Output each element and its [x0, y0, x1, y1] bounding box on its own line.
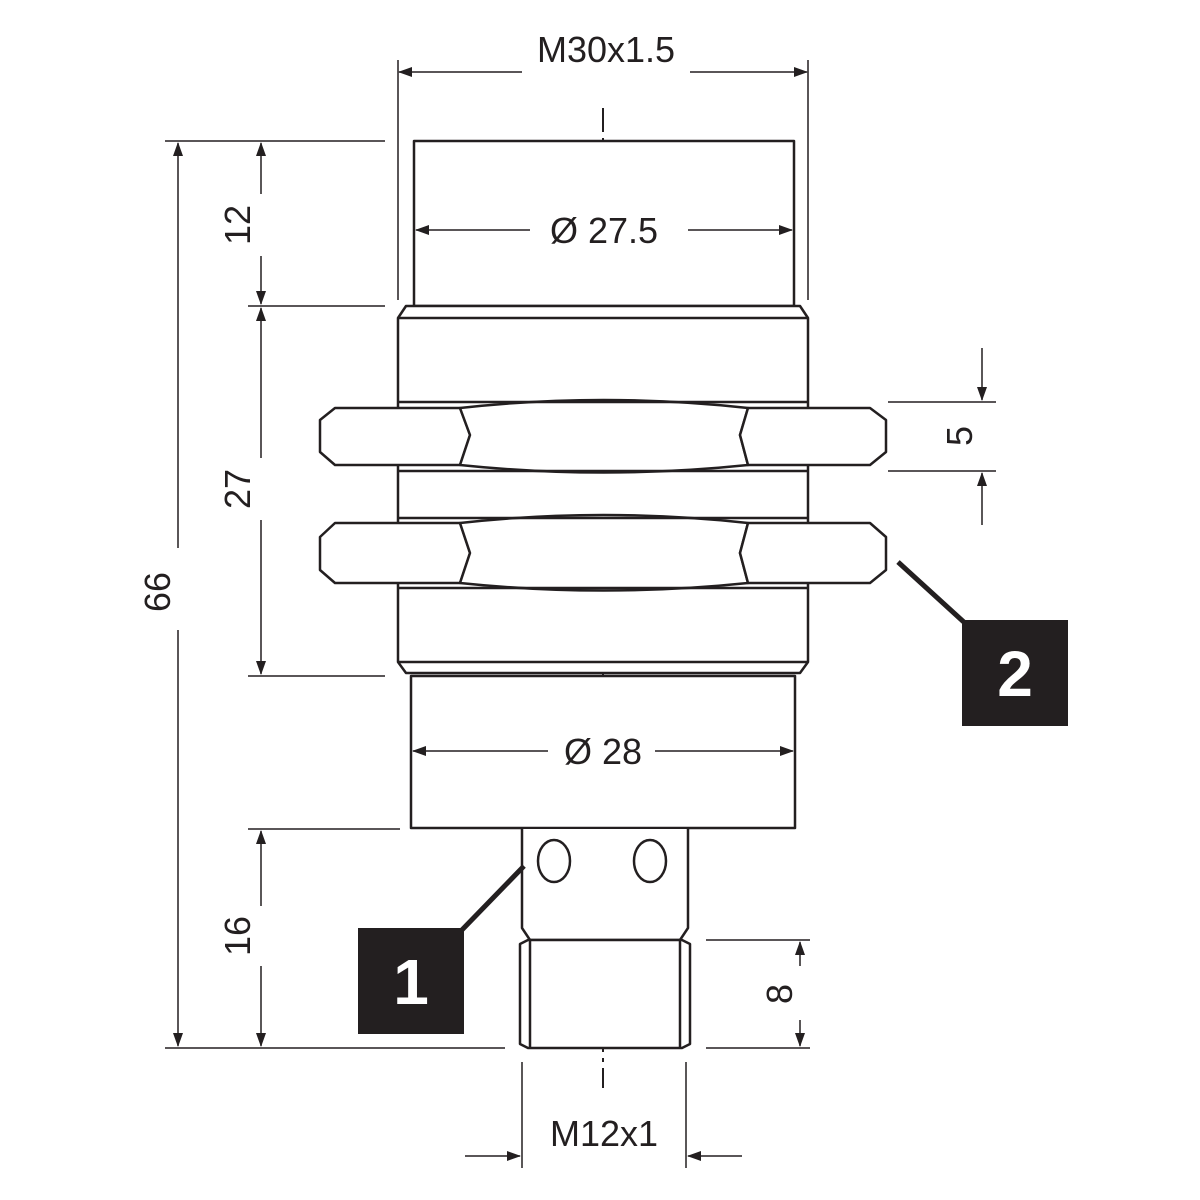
led-window-right: [632, 838, 668, 884]
lower-nut: [318, 513, 888, 592]
callout-1-label: 1: [393, 946, 429, 1018]
sensor-threaded-body: [396, 304, 810, 675]
extension-lines: [165, 60, 996, 1168]
dim-thread-main: M30x1.5: [537, 29, 675, 70]
callout-1: 1: [358, 928, 464, 1034]
callout-2-label: 2: [997, 638, 1033, 710]
dim-thread-length: 27: [217, 469, 258, 509]
dim-connector-thread-length: 8: [759, 984, 800, 1004]
dim-front-diameter: Ø 27.5: [550, 210, 658, 251]
callout-leader-1: [456, 864, 526, 936]
upper-nut: [318, 398, 888, 474]
connector-thread: [518, 938, 692, 1050]
dimension-lines: [173, 67, 987, 1161]
sensor-rear-housing: [409, 674, 797, 830]
dim-connector-thread: M12x1: [550, 1113, 658, 1154]
led-window-left: [536, 838, 572, 884]
connector-neck: [520, 829, 690, 942]
dim-connector-length: 16: [217, 916, 258, 956]
dim-total-length: 66: [137, 572, 178, 612]
dim-nut-thickness: 5: [939, 426, 980, 446]
dim-body-diameter: Ø 28: [564, 731, 642, 772]
callout-leader-2: [896, 560, 968, 626]
callout-2: 2: [962, 620, 1068, 726]
dim-front-length: 12: [217, 205, 258, 245]
